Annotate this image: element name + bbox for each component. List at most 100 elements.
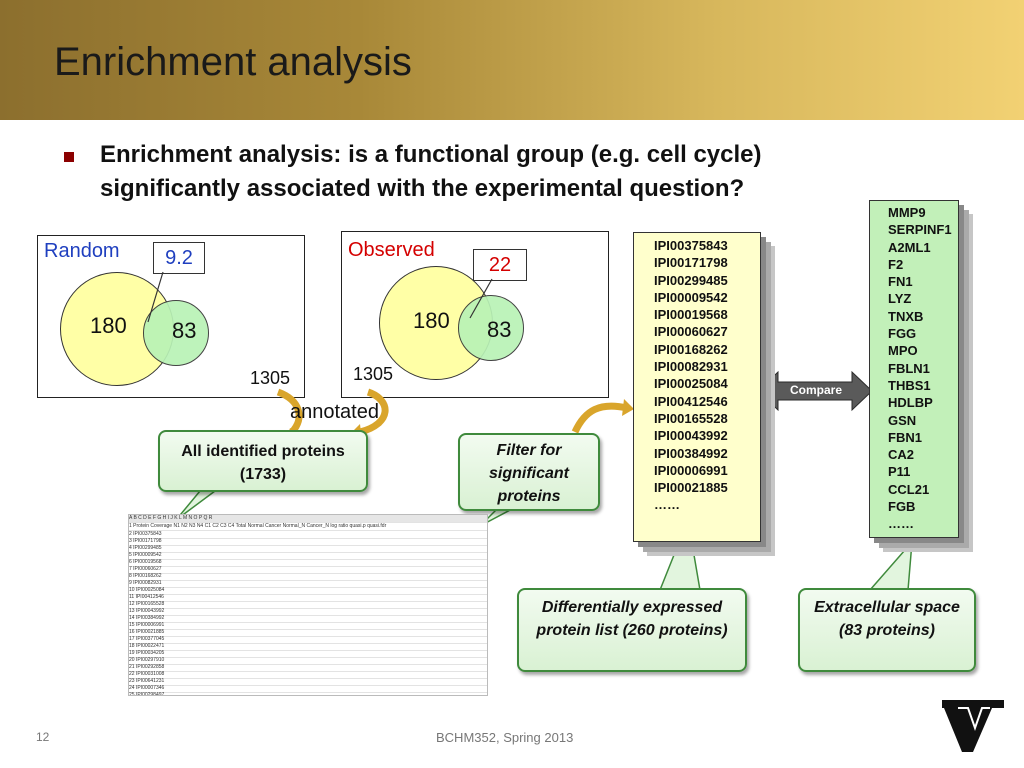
random-total: 1305 bbox=[250, 368, 291, 388]
spreadsheet-row: 12 IPI00165528 bbox=[129, 601, 487, 609]
random-callout: 9.2 bbox=[153, 242, 205, 274]
spreadsheet-row: 17 IPI00377045 bbox=[129, 636, 487, 644]
spreadsheet-row: 6 IPI00019568 bbox=[129, 559, 487, 567]
protein-id-item: IPI00168262 bbox=[654, 341, 728, 357]
gene-item: GSN bbox=[888, 412, 917, 428]
gene-item: FBN1 bbox=[888, 429, 922, 445]
vanderbilt-v-logo-inner bbox=[958, 707, 990, 732]
gene-item: …… bbox=[888, 516, 914, 532]
protein-id-item: IPI00375843 bbox=[654, 238, 728, 253]
spreadsheet-column-header: A B C D E F G H I J K L M N O P Q R bbox=[129, 515, 487, 523]
gene-item: TNXB bbox=[888, 308, 924, 324]
gene-item: MPO bbox=[888, 343, 918, 359]
card-differential-list: Differentially expressed protein list (2… bbox=[517, 588, 747, 672]
gene-item: FGB bbox=[888, 499, 916, 515]
protein-id-item: …… bbox=[654, 497, 680, 513]
spreadsheet-row: 3 IPI00171798 bbox=[129, 538, 487, 546]
protein-id-item: IPI00021885 bbox=[654, 480, 728, 496]
slide-title: Enrichment analysis bbox=[54, 40, 412, 84]
title-bar bbox=[0, 0, 1024, 120]
protein-id-item: IPI00165528 bbox=[654, 410, 728, 426]
gene-item: MMP9 bbox=[888, 205, 926, 220]
vanderbilt-v-logo bbox=[942, 700, 1004, 752]
observed-small-circle bbox=[458, 295, 524, 361]
gene-item: FBLN1 bbox=[888, 360, 930, 376]
protein-id-item: IPI00082931 bbox=[654, 359, 728, 375]
footer-course: BCHM352, Spring 2013 bbox=[436, 730, 574, 745]
curved-arrow-icon bbox=[622, 399, 634, 416]
curved-arrow-icon bbox=[358, 388, 389, 436]
spreadsheet-row: 22 IPI00031008 bbox=[129, 671, 487, 679]
card-filter-significant: Filter for significant proteins bbox=[458, 433, 600, 511]
card-all-identified: All identified proteins (1733) bbox=[158, 430, 368, 492]
protein-id-item: IPI00171798 bbox=[654, 255, 728, 271]
bullet-marker bbox=[64, 152, 74, 162]
spreadsheet-header-row: 1 Protein Coverage N1 N2 N3 N4 C1 C2 C3 … bbox=[129, 523, 487, 531]
observed-callout: 22 bbox=[473, 249, 527, 281]
protein-id-item: IPI00299485 bbox=[654, 272, 728, 288]
gene-item: CCL21 bbox=[888, 481, 930, 497]
gene-item: LYZ bbox=[888, 291, 912, 307]
annotated-label: annotated bbox=[290, 401, 379, 423]
card-pointer bbox=[868, 539, 913, 591]
gene-item: FN1 bbox=[888, 274, 913, 290]
spreadsheet-row: 19 IPI00034205 bbox=[129, 650, 487, 658]
spreadsheet-row: 20 IPI00297910 bbox=[129, 657, 487, 665]
gene-item: HDLBP bbox=[888, 395, 933, 411]
observed-callout-pointer bbox=[469, 278, 493, 319]
spreadsheet-row: 9 IPI00082931 bbox=[129, 580, 487, 588]
protein-id-item: IPI00009542 bbox=[654, 289, 728, 305]
observed-right-count: 83 bbox=[487, 317, 512, 342]
spreadsheet-row: 21 IPI00292858 bbox=[129, 664, 487, 672]
protein-id-item: IPI00060627 bbox=[654, 324, 728, 340]
spreadsheet-row: 13 IPI00043992 bbox=[129, 608, 487, 616]
observed-title: Observed bbox=[348, 239, 435, 261]
gene-item: A2ML1 bbox=[888, 239, 931, 255]
spreadsheet-row: 25 IPI00298497 bbox=[129, 692, 487, 695]
random-title: Random bbox=[44, 240, 120, 262]
spreadsheet-row: 11 IPI00412546 bbox=[129, 594, 487, 602]
slide-number: 12 bbox=[36, 730, 50, 744]
protein-id-item: IPI00412546 bbox=[654, 393, 728, 409]
random-right-count: 83 bbox=[172, 318, 197, 343]
observed-total: 1305 bbox=[353, 364, 394, 384]
gene-item: SERPINF1 bbox=[888, 222, 952, 238]
gene-item: CA2 bbox=[888, 447, 915, 463]
gene-item: F2 bbox=[888, 256, 904, 272]
spreadsheet-row: 4 IPI00299485 bbox=[129, 545, 487, 553]
spreadsheet-row: 8 IPI00168262 bbox=[129, 573, 487, 581]
gene-item: P11 bbox=[888, 464, 911, 480]
spreadsheet-row: 16 IPI00021885 bbox=[129, 629, 487, 637]
protein-id-item: IPI00019568 bbox=[654, 307, 728, 323]
random-left-count: 180 bbox=[90, 313, 127, 338]
spreadsheet-row: 23 IPI00641231 bbox=[129, 678, 487, 686]
protein-id-item: IPI00025084 bbox=[654, 376, 728, 392]
spreadsheet-row: 15 IPI00006991 bbox=[129, 622, 487, 630]
bullet-text: Enrichment analysis: is a functional gro… bbox=[100, 141, 762, 202]
spreadsheet-row: 7 IPI00060627 bbox=[129, 566, 487, 574]
spreadsheet-row: 2 IPI00375843 bbox=[129, 531, 487, 539]
gene-item: FGG bbox=[888, 326, 917, 342]
card-extracellular-space: Extracellular space (83 proteins) bbox=[798, 588, 976, 672]
spreadsheet-row: 18 IPI00022471 bbox=[129, 643, 487, 651]
compare-label: Compare bbox=[789, 383, 842, 397]
spreadsheet-row: 14 IPI00384992 bbox=[129, 615, 487, 623]
protein-id-item: IPI00384992 bbox=[654, 445, 728, 461]
protein-id-item: IPI00043992 bbox=[654, 428, 728, 444]
protein-id-item: IPI00006991 bbox=[654, 462, 728, 478]
curved-arrow-icon bbox=[276, 388, 303, 435]
observed-left-count: 180 bbox=[413, 308, 450, 333]
curved-arrow-icon bbox=[571, 402, 628, 434]
spreadsheet-row: 24 IPI00007346 bbox=[129, 685, 487, 693]
spreadsheet-row: 10 IPI00025084 bbox=[129, 587, 487, 595]
random-small-circle bbox=[143, 300, 209, 366]
spreadsheet-row: 5 IPI00009542 bbox=[129, 552, 487, 560]
random-callout-pointer bbox=[147, 271, 164, 323]
gene-item: THBS1 bbox=[888, 377, 931, 393]
